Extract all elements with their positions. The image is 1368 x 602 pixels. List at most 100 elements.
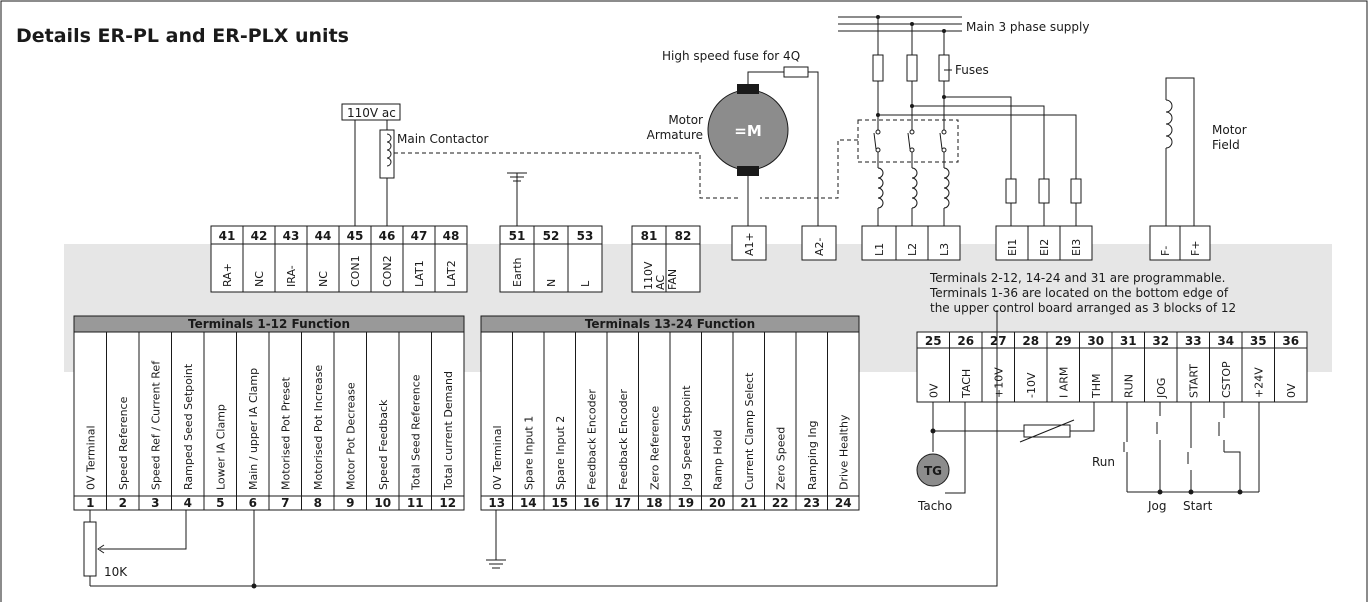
terminal-function: 0V — [927, 383, 940, 398]
terminal-number: 3 — [151, 496, 159, 510]
jog-label: Jog — [1147, 499, 1167, 513]
terminal-number: 45 — [347, 229, 364, 243]
terminal-label: L2 — [906, 243, 919, 256]
tacho-wiring — [916, 402, 1095, 494]
field-coil — [1165, 77, 1195, 226]
terminal-f: F- — [1149, 225, 1181, 261]
terminal-number: 14 — [520, 496, 537, 510]
terminal-function: Ramping Ing — [806, 420, 819, 490]
terminal-number: 6 — [249, 496, 257, 510]
terminal-function: -10V — [1025, 372, 1038, 398]
terminal-function: NC — [317, 271, 330, 287]
terminal-function: Motorised Pot Increase — [312, 365, 325, 490]
page-title: Details ER-PL and ER-PLX units — [16, 25, 349, 47]
terminal-number: 27 — [990, 334, 1007, 348]
terminal-ei1: EI1 — [995, 225, 1029, 261]
reactor-coil — [877, 167, 884, 209]
terminal-label: L1 — [873, 243, 886, 256]
contactor-coil-wiring — [354, 120, 858, 226]
terminal-number: 16 — [583, 496, 600, 510]
note-line-1: Terminals 2-12, 14-24 and 31 are program… — [929, 271, 1225, 285]
reactor-coil — [943, 167, 950, 209]
terminal-function: 0V Terminal — [84, 425, 97, 490]
terminal-function: I ARM — [1057, 367, 1070, 398]
fan-label: AC — [654, 275, 667, 290]
terminal-function: Speed Feedback — [377, 399, 390, 490]
terminal-label: A2- — [813, 237, 826, 256]
terminal-number: 33 — [1185, 334, 1202, 348]
terminal-label: A1+ — [743, 232, 756, 256]
terminal-l1: L1 — [861, 225, 897, 261]
terminal-number: 25 — [925, 334, 942, 348]
main-contactor-label: Main Contactor — [397, 132, 488, 146]
terminal-function: Motorised Pot Preset — [279, 376, 292, 490]
start-label: Start — [1183, 499, 1213, 513]
terminal-number: 22 — [772, 496, 789, 510]
relay-terminals: 41RA+42NC43IRA-44NC45CON146CON247LAT148L… — [210, 225, 468, 293]
terminal-number: 20 — [709, 496, 726, 510]
terminal-number: 41 — [219, 229, 236, 243]
terminal-number: 12 — [439, 496, 456, 510]
terminal-f: F+ — [1179, 225, 1211, 261]
high-speed-fuse-label: High speed fuse for 4Q — [662, 49, 800, 63]
terminal-function: CON1 — [349, 255, 362, 287]
terminal-function: NC — [253, 271, 266, 287]
contactor-box — [857, 119, 959, 163]
terminal-a1: A1+ — [731, 225, 767, 261]
terminal-number: 51 — [509, 229, 526, 243]
terminal-number: 35 — [1250, 334, 1267, 348]
terminal-function: JOG — [1155, 378, 1168, 399]
terminal-number: 24 — [835, 496, 852, 510]
terminal-number: 81 — [641, 229, 658, 243]
switch-wiring — [1123, 402, 1260, 495]
terminal-function: Lower IA Clamp — [214, 404, 227, 490]
terminal-number: 10 — [374, 496, 391, 510]
block-header: Terminals 1-12 Function — [188, 317, 350, 331]
contactor-contacts — [873, 124, 947, 168]
terminal-function: LAT2 — [445, 260, 458, 287]
terminal-label: EI1 — [1006, 239, 1019, 256]
terminal-number: 7 — [281, 496, 289, 510]
ei-taps — [876, 95, 1082, 226]
terminal-label: L3 — [938, 243, 951, 256]
terminal-function: 0V Terminal — [491, 425, 504, 490]
terminal-number: 13 — [488, 496, 505, 510]
terminal-number: 43 — [283, 229, 300, 243]
terminal-number: 44 — [315, 229, 332, 243]
terminal-number: 52 — [543, 229, 560, 243]
terminal-function: Feedback Encoder — [617, 389, 630, 490]
terminal-function: Zero Reference — [648, 406, 661, 490]
terminal-function: Main / upper IA Clamp — [247, 368, 260, 490]
terminal-function: Zero Speed — [774, 427, 787, 490]
earth-terminal-13 — [486, 510, 506, 569]
terminal-ei2: EI2 — [1027, 225, 1061, 261]
terminal-function: L — [579, 280, 592, 287]
terminal-label: F+ — [1189, 240, 1202, 256]
terminal-number: 19 — [677, 496, 694, 510]
terminal-function: CON2 — [381, 255, 394, 287]
terminal-number: 42 — [251, 229, 268, 243]
fan-label: FAN — [666, 269, 679, 290]
supply-bus — [838, 15, 962, 124]
terminal-number: 47 — [411, 229, 428, 243]
terminal-function: Speed Ref / Current Ref — [149, 360, 162, 490]
terminal-number: 18 — [646, 496, 663, 510]
terminal-number: 8 — [314, 496, 322, 510]
tacho-symbol: TG — [924, 464, 942, 478]
terminal-function: Speed Reference — [117, 396, 130, 490]
terminal-function: 0V — [1285, 383, 1298, 398]
armature-wiring — [747, 66, 819, 226]
terminal-number: 36 — [1282, 334, 1299, 348]
terminal-function: Motor Pot Decrease — [344, 382, 357, 490]
terminal-ei3: EI3 — [1059, 225, 1093, 261]
terminal-function: Total Seed Reference — [409, 374, 422, 491]
terminal-function: START — [1187, 364, 1200, 398]
terminal-function: +10V — [992, 367, 1005, 398]
terminal-number: 82 — [675, 229, 692, 243]
terminal-number: 23 — [803, 496, 820, 510]
terminal-function: Earth — [511, 257, 524, 287]
terminal-number: 9 — [346, 496, 354, 510]
